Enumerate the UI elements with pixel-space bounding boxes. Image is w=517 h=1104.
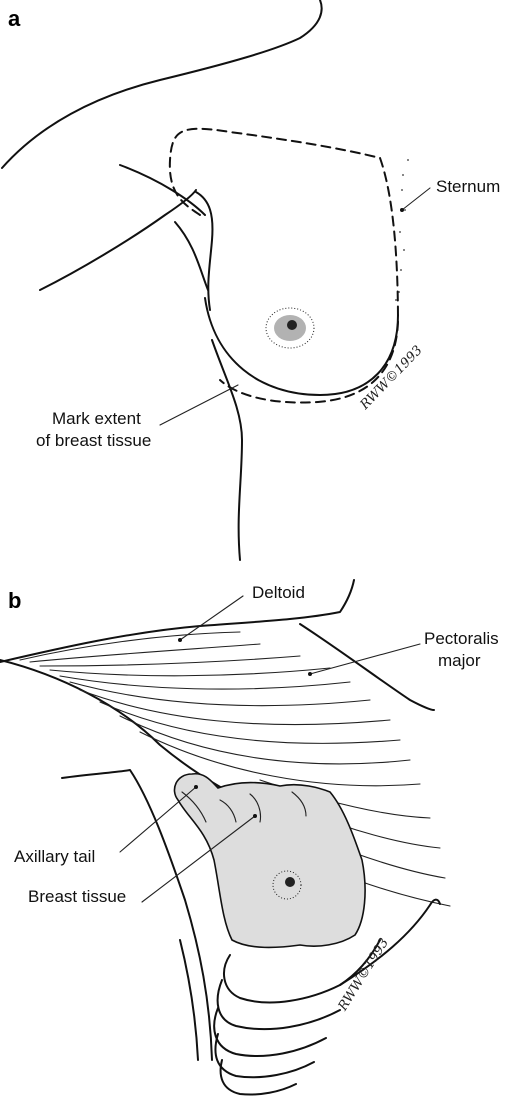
arm-inner xyxy=(180,940,198,1060)
mark-extent-leader xyxy=(160,385,238,425)
pectoralis-major-label-line1: Pectoralis xyxy=(424,628,499,649)
mark-extent-label-line1: Mark extent xyxy=(52,408,141,429)
axillary-tail-label: Axillary tail xyxy=(14,846,95,867)
axillary-tail-leader xyxy=(120,787,196,852)
breast-outline xyxy=(205,298,398,395)
pectoralis-edge xyxy=(300,624,434,710)
areola xyxy=(266,308,314,348)
arm-contour-inner xyxy=(175,222,208,290)
mark-extent-label-line2: of breast tissue xyxy=(36,430,151,451)
pectoralis-major-label-line2: major xyxy=(438,650,481,671)
arm-contour-outer xyxy=(40,190,196,290)
flank-line xyxy=(212,340,242,560)
sternum-leader xyxy=(402,188,430,210)
panel-b: b xyxy=(0,560,517,1104)
breast-extent-dashed xyxy=(170,129,398,403)
sternum-label: Sternum xyxy=(436,176,500,197)
shoulder-outline xyxy=(2,0,322,168)
deltoid-label: Deltoid xyxy=(252,582,305,603)
breast-tissue-mass xyxy=(174,774,365,948)
breast-tissue-label: Breast tissue xyxy=(28,886,126,907)
chest-contour xyxy=(120,165,205,215)
panel-a-illustration xyxy=(0,0,517,560)
panel-a: a Sternum Mark extent of brea xyxy=(0,0,517,560)
